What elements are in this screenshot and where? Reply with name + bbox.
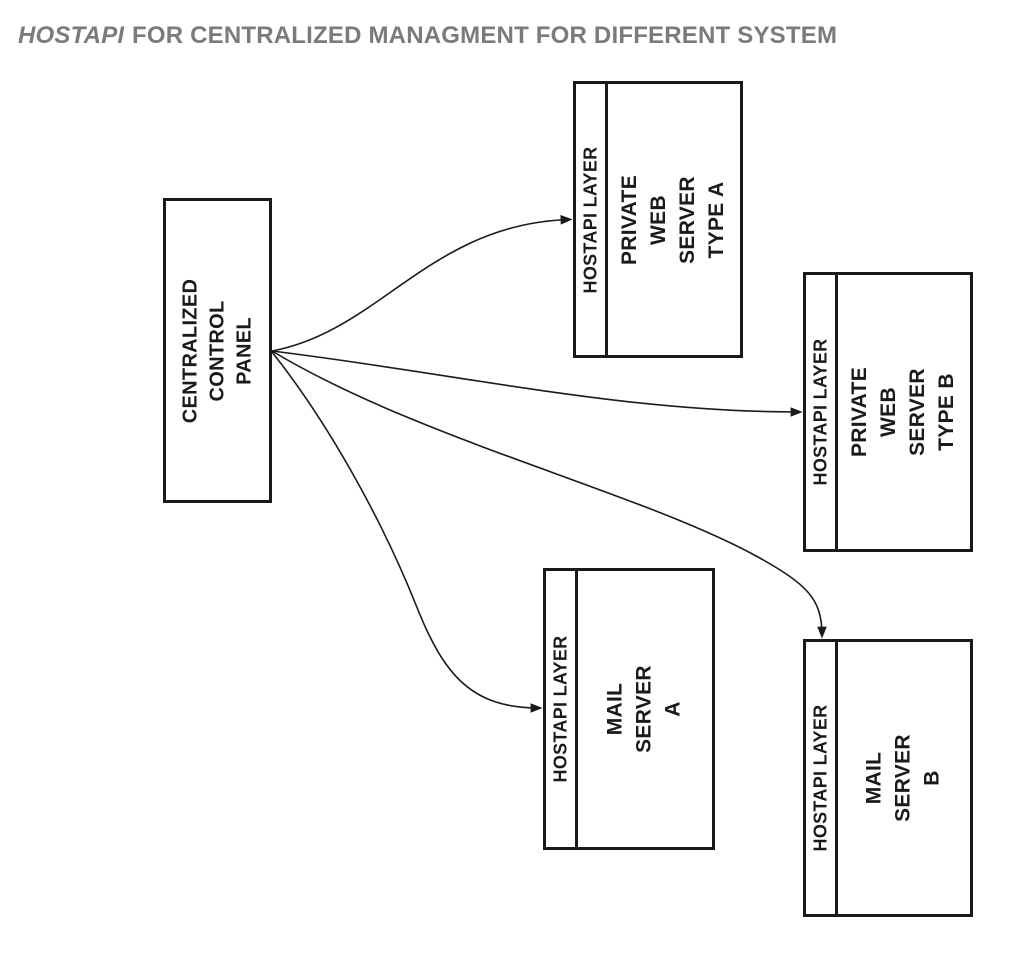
node-private-web-server-type-b: HOSTAPI LAYER PRIVATE WEB SERVER TYPE B — [803, 272, 973, 552]
node-body: PRIVATE WEB SERVER TYPE A — [608, 84, 740, 355]
hostapi-layer-strip: HOSTAPI LAYER — [576, 84, 608, 355]
node-label: PRIVATE WEB SERVER TYPE A — [618, 174, 728, 265]
edge-control-panel-to-web-server-a — [271, 214, 573, 352]
node-centralized-control-panel: CENTRALIZED CONTROL PANEL — [163, 198, 272, 503]
hostapi-layer-label: HOSTAPI LAYER — [810, 338, 830, 486]
hostapi-layer-label: HOSTAPI LAYER — [810, 704, 830, 852]
node-label: MAIL SERVER B — [862, 734, 944, 822]
title-text: FOR CENTRALIZED MANAGMENT FOR DIFFERENT … — [131, 22, 838, 49]
hostapi-layer-strip: HOSTAPI LAYER — [546, 571, 578, 847]
node-label: PRIVATE WEB SERVER TYPE B — [848, 367, 958, 457]
title-brand: HOSTAPI — [18, 22, 125, 49]
node-mail-server-a: HOSTAPI LAYER MAIL SERVER A — [543, 568, 715, 850]
node-private-web-server-type-a: HOSTAPI LAYER PRIVATE WEB SERVER TYPE A — [573, 81, 743, 358]
hostapi-layer-strip: HOSTAPI LAYER — [806, 642, 838, 914]
edge-control-panel-to-web-server-b — [271, 350, 803, 417]
node-body: CENTRALIZED CONTROL PANEL — [166, 201, 269, 500]
node-mail-server-b: HOSTAPI LAYER MAIL SERVER B — [803, 639, 973, 917]
node-body: PRIVATE WEB SERVER TYPE B — [838, 275, 970, 549]
edge-control-panel-to-mail-server-a — [271, 351, 543, 713]
node-body: MAIL SERVER B — [838, 642, 970, 914]
node-body: MAIL SERVER A — [578, 571, 712, 847]
hostapi-layer-label: HOSTAPI LAYER — [580, 146, 600, 293]
hostapi-layer-label: HOSTAPI LAYER — [550, 635, 570, 783]
hostapi-layer-strip: HOSTAPI LAYER — [806, 275, 838, 549]
node-label: CENTRALIZED CONTROL PANEL — [179, 278, 255, 423]
node-label: MAIL SERVER A — [603, 665, 685, 753]
